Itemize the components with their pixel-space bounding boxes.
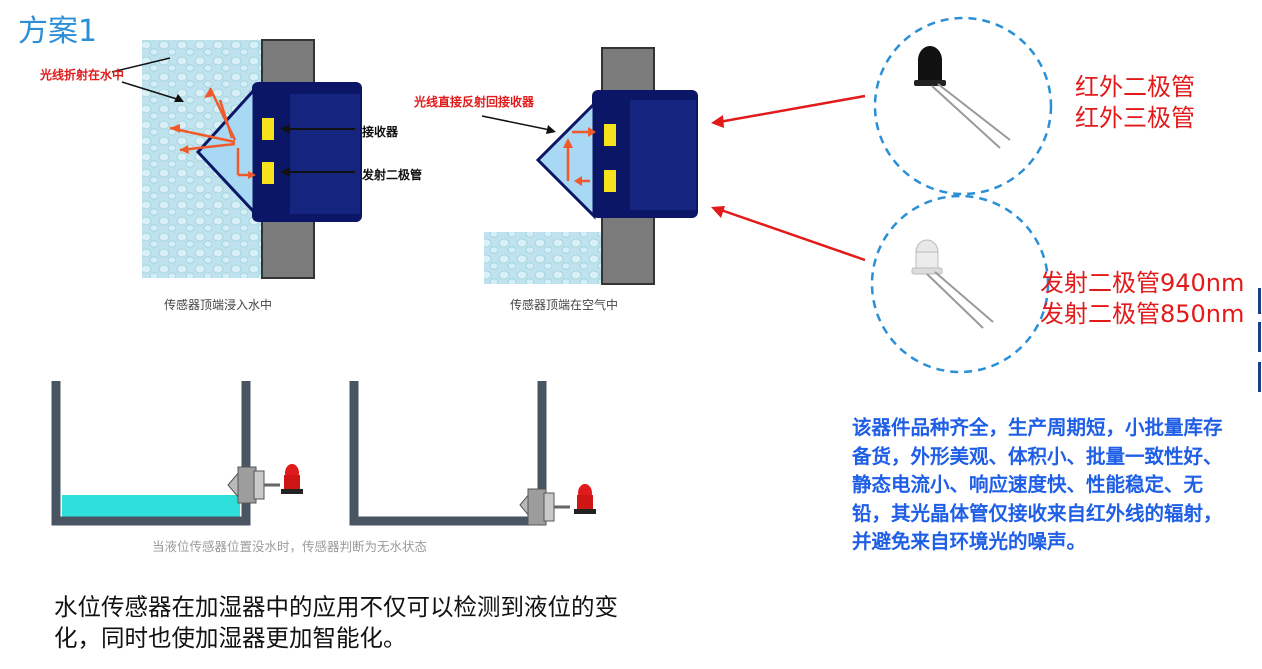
emitter-diode-circle (870, 194, 1050, 374)
ir-label-2: 红外三极管 (1075, 104, 1195, 132)
water-texture-low (484, 232, 608, 284)
ir-diode-icon (914, 46, 1011, 149)
diagram-sensor-in-air (480, 46, 700, 286)
emitter-pointer-arrow (711, 206, 866, 262)
ir-pointer-arrow (711, 94, 866, 128)
emitter-diode-icon (911, 239, 994, 329)
tank-caption: 当液位传感器位置没水时，传感器判断为无水状态 (152, 539, 428, 554)
component-description: 该器件品种齐全，生产周期短，小批量库存备货，外形美观、体积小、批量一致性好、静态… (852, 416, 1223, 553)
tank-without-water (349, 381, 596, 526)
emitter-label-2: 发射二极管850nm (1040, 300, 1245, 328)
edge-bar (1258, 322, 1261, 352)
emitter-label: 发射二极管 (362, 168, 423, 182)
edge-bar (1258, 288, 1261, 314)
tank-diagrams (51, 381, 596, 526)
edge-bar (1258, 362, 1261, 392)
water-caption: 传感器顶端浸入水中 (164, 298, 273, 312)
diagram-sensor-in-water (111, 39, 362, 280)
summary-text: 水位传感器在加湿器中的应用不仅可以检测到液位的变化，同时也使加湿器更加智能化。 (54, 593, 618, 652)
ir-label-1: 红外二极管 (1075, 73, 1195, 101)
reflection-label: 光线直接反射回接收器 (414, 95, 535, 109)
refraction-label: 光线折射在水中 (40, 68, 125, 82)
tank-with-water (51, 381, 303, 526)
refraction-pointer-arrow (121, 81, 184, 102)
sensor-in-air-illustration (481, 47, 698, 285)
air-caption: 传感器顶端在空气中 (510, 298, 619, 312)
receiver-label: 接收器 (362, 125, 399, 139)
ir-diode-circle (873, 16, 1053, 196)
page-title: 方案1 (18, 14, 98, 49)
sensor-in-water-illustration (142, 39, 362, 279)
emitter-label-1: 发射二极管940nm (1040, 269, 1245, 297)
